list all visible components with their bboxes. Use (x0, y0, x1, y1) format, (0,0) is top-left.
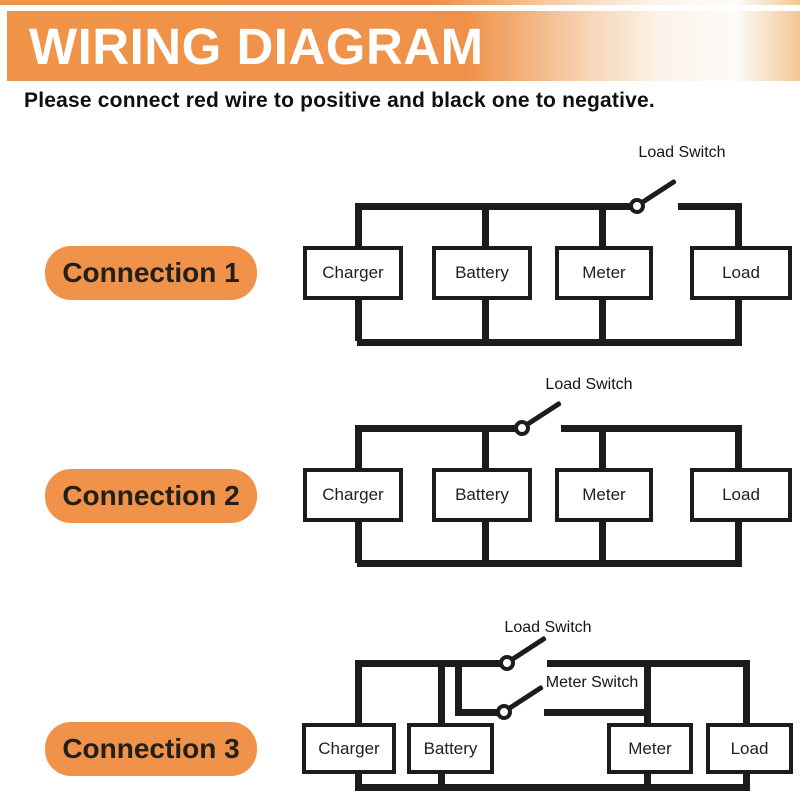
meter-label: Meter (582, 263, 626, 282)
wire-charger-down (355, 773, 362, 791)
charger-label: Charger (322, 485, 384, 504)
wire-bottom (358, 784, 750, 791)
wire-meter-down (599, 521, 606, 563)
wire-load-up (735, 425, 742, 469)
load-label: Load (722, 485, 760, 504)
charger-box: Charger (302, 723, 396, 774)
load-switch-label: Load Switch (504, 619, 592, 636)
load-switch-lever-icon (640, 178, 677, 205)
load-switch-contact-icon (629, 198, 645, 214)
meter-box: Meter (555, 468, 653, 522)
wire-charger-down (355, 299, 362, 341)
connection-1-badge: Connection 1 (45, 246, 257, 300)
charger-label: Charger (322, 263, 384, 282)
wire-charger-down (355, 521, 362, 563)
wire-load-down (735, 521, 742, 563)
load-label: Load (730, 738, 769, 758)
load-switch-contact-icon (499, 655, 515, 671)
wire-load-down (743, 773, 750, 791)
load-label: Load (722, 263, 760, 282)
wire-bottom (357, 560, 742, 567)
load-switch-lever-icon (510, 635, 547, 662)
wire-meter-branch-down (455, 660, 462, 716)
wire-meter-down (599, 299, 606, 341)
wire-battery-down (438, 773, 445, 791)
wire-battery-down (482, 521, 489, 563)
wire-top-left (357, 425, 515, 432)
battery-label: Battery (455, 263, 509, 282)
top-accent-strip (0, 0, 800, 5)
battery-box: Battery (432, 468, 532, 522)
wire-top-left (355, 660, 501, 667)
battery-label: Battery (423, 738, 478, 758)
load-switch-label: Load Switch (638, 144, 726, 161)
wire-battery-down (482, 299, 489, 341)
wire-top-left (357, 203, 630, 210)
wire-battery-up (482, 425, 489, 469)
wire-charger-up (355, 425, 362, 469)
load-box: Load (690, 246, 792, 300)
connection-3-badge: Connection 3 (45, 722, 257, 776)
load-box: Load (706, 723, 793, 774)
wire-top-right (561, 425, 742, 432)
load-switch-label: Load Switch (545, 376, 633, 393)
load-switch-contact-icon (514, 420, 530, 436)
wire-charger-up (355, 660, 362, 724)
page-title: WIRING DIAGRAM (29, 17, 484, 75)
battery-label: Battery (455, 485, 509, 504)
wire-meter-up (599, 425, 606, 469)
wire-bottom (357, 339, 742, 346)
charger-label: Charger (318, 738, 380, 758)
header-banner: WIRING DIAGRAM (7, 11, 800, 81)
meter-switch-label: Meter Switch (545, 674, 639, 691)
wire-meter-down (644, 773, 651, 791)
charger-box: Charger (303, 246, 403, 300)
meter-label: Meter (582, 485, 626, 504)
wire-meter-up (599, 203, 606, 247)
meter-box: Meter (607, 723, 693, 774)
wire-load-up (743, 660, 750, 724)
meter-label: Meter (628, 738, 672, 758)
wire-meter-branch-left (455, 709, 497, 716)
meter-box: Meter (555, 246, 653, 300)
meter-switch-lever-icon (507, 684, 544, 711)
wire-meter-up (644, 660, 651, 724)
wire-meter-branch-right (544, 709, 648, 716)
battery-box: Battery (432, 246, 532, 300)
load-box: Load (690, 468, 792, 522)
connection-2-badge: Connection 2 (45, 469, 257, 523)
load-switch-lever-icon (525, 400, 562, 427)
wire-battery-up (482, 203, 489, 247)
wire-battery-up (438, 660, 445, 724)
wire-charger-up (355, 203, 362, 247)
wire-top-right (678, 203, 742, 210)
battery-box: Battery (407, 723, 494, 774)
meter-switch-contact-icon (496, 704, 512, 720)
charger-box: Charger (303, 468, 403, 522)
wire-load-down (735, 299, 742, 341)
header-subtitle: Please connect red wire to positive and … (24, 89, 655, 112)
wire-load-up (735, 203, 742, 247)
